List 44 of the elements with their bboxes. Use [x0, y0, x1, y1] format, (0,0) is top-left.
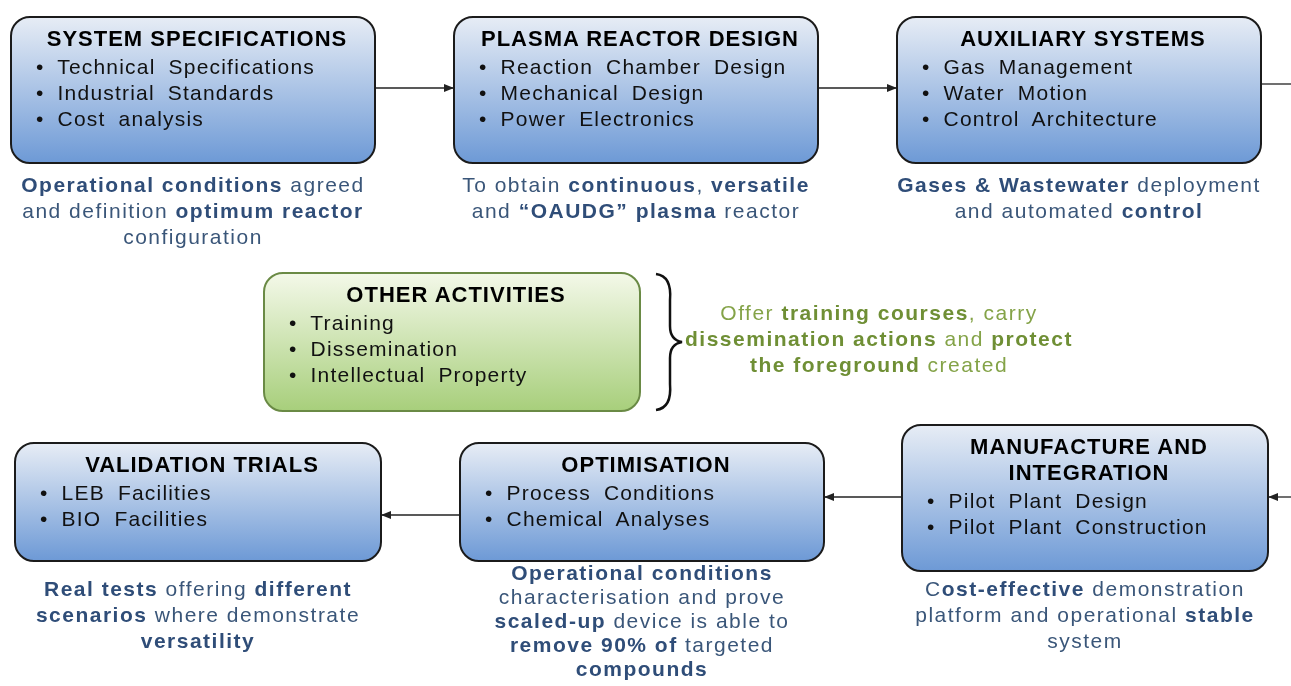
bullet-item: • Technical Specifications: [36, 54, 316, 80]
box-heading: MANUFACTURE AND INTEGRATION: [969, 434, 1209, 486]
bullet-item: • Dissemination: [289, 336, 460, 362]
description-text: Gases & Wastewater deployment and automated control: [896, 172, 1262, 224]
process-box: [14, 442, 382, 562]
process-box: [896, 16, 1262, 164]
description-text: Operational conditions agreed and definition optimum reactor configuration: [20, 172, 366, 250]
arrow: [381, 511, 460, 519]
bullet-item: • Water Motion: [922, 80, 1090, 106]
arrow: [1268, 493, 1291, 501]
process-box: [10, 16, 376, 164]
bullet-item: • BIO Facilities: [40, 506, 210, 532]
description-text: Offer training courses, carry dissemination actions and protect the foreground created: [684, 300, 1074, 378]
box-heading: OPTIMISATION: [560, 452, 732, 478]
arrow: [818, 84, 897, 92]
description-text: Cost-effective demonstration platform and operational stable system: [914, 576, 1256, 654]
bullet-item: • Cost analysis: [36, 106, 206, 132]
description-text: Real tests offering different scenarios where demonstrate versatility: [34, 576, 362, 654]
bullet-item: • Reaction Chamber Design: [479, 54, 788, 80]
process-box: [901, 424, 1269, 572]
process-box: [453, 16, 819, 164]
bullet-item: • LEB Facilities: [40, 480, 213, 506]
bullet-item: • Chemical Analyses: [485, 506, 712, 532]
bullet-item: • Control Architecture: [922, 106, 1159, 132]
process-box: [263, 272, 641, 412]
box-heading: VALIDATION TRIALS: [84, 452, 320, 478]
bullet-item: • Pilot Plant Construction: [927, 514, 1209, 540]
description-text: Operational conditions characterisation and prove scaled-up device is able to remove 90% of targeted compounds: [493, 561, 791, 681]
arrow: [824, 493, 902, 501]
bullet-item: • Mechanical Design: [479, 80, 706, 106]
bullet-item: • Industrial Standards: [36, 80, 276, 106]
bullet-item: • Gas Management: [922, 54, 1135, 80]
box-heading: SYSTEM SPECIFICATIONS: [45, 26, 349, 52]
bullet-item: • Intellectual Property: [289, 362, 529, 388]
description-text: To obtain continuous, versatile and “OAUDG” plasma reactor: [461, 172, 811, 224]
box-heading: AUXILIARY SYSTEMS: [959, 26, 1207, 52]
process-box: [459, 442, 825, 562]
bullet-item: • Process Conditions: [485, 480, 717, 506]
bullet-item: • Training: [289, 310, 396, 336]
bullet-item: • Pilot Plant Design: [927, 488, 1149, 514]
box-heading: OTHER ACTIVITIES: [345, 282, 567, 308]
arrow: [375, 84, 454, 92]
box-heading: PLASMA REACTOR DESIGN: [480, 26, 800, 52]
bullet-item: • Power Electronics: [479, 106, 697, 132]
